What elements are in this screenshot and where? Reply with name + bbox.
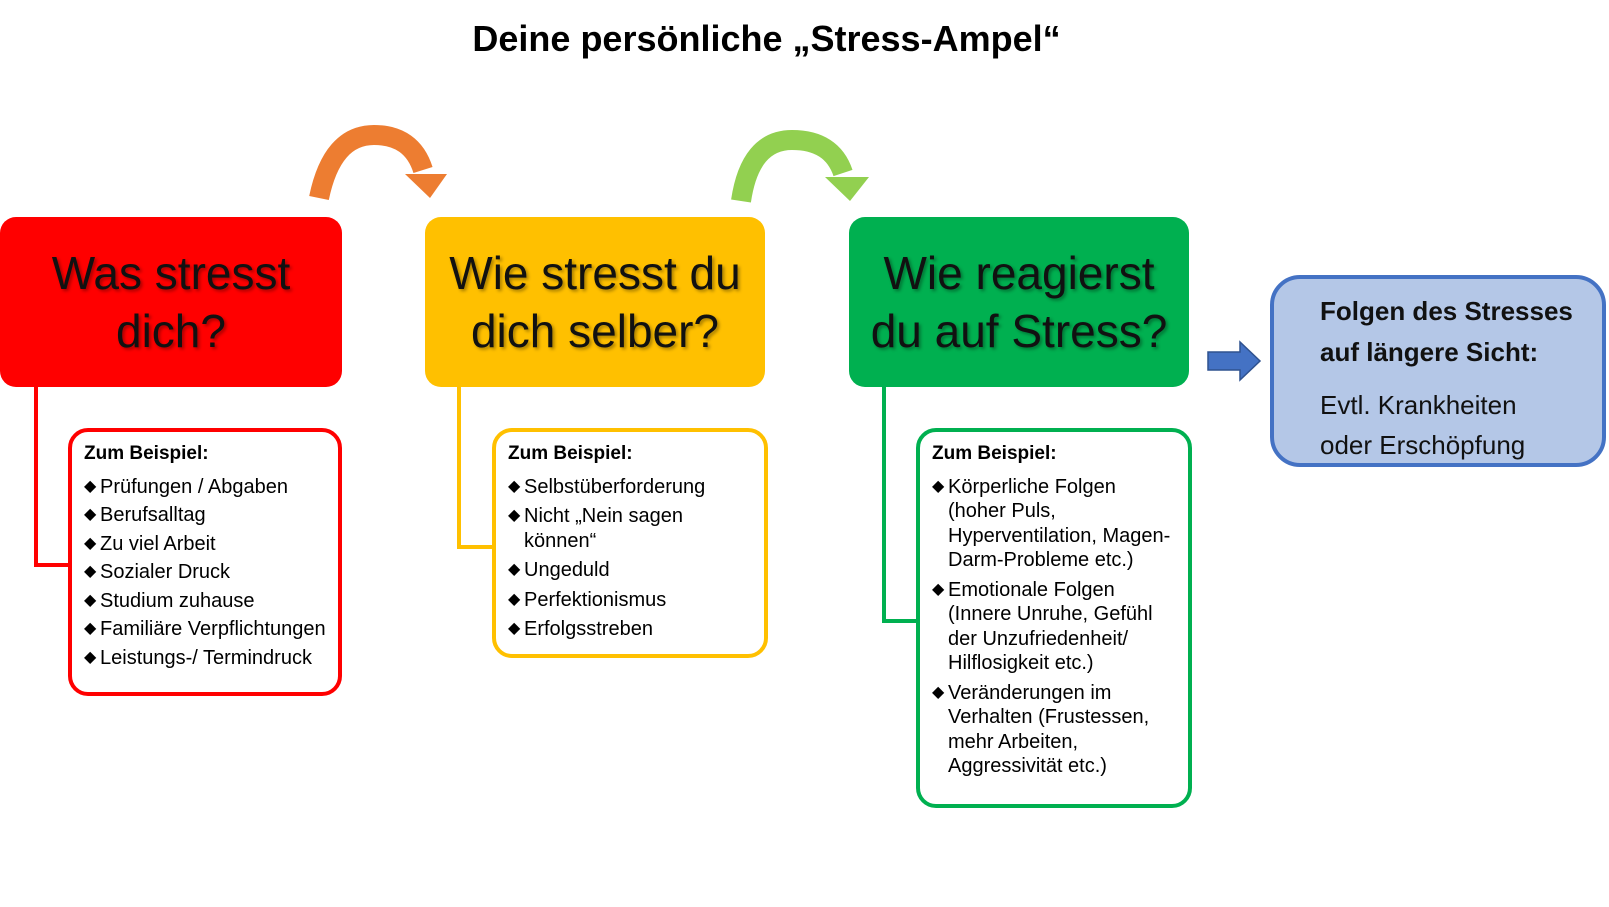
list-item: ◆Ungeduld <box>508 559 610 581</box>
step-heading: Was stresst dich? <box>51 247 291 357</box>
examples-box-green: Zum Beispiel: ◆Körperliche Folgen (hoher… <box>916 428 1192 808</box>
list-item: ◆Prüfungen / Abgaben <box>84 475 288 498</box>
step-box-how-react: Wie reagierst du auf Stress? <box>849 217 1189 387</box>
step-heading: Wie reagierst du auf Stress? <box>870 247 1168 357</box>
curved-arrow-green-icon <box>731 129 869 203</box>
diamond-bullet-icon: ◆ <box>508 590 521 608</box>
list-item: ◆Sozialer Druck <box>84 561 231 583</box>
examples-list: ◆Selbstüberforderung ◆Nicht „Nein sagen … <box>508 475 752 642</box>
examples-label: Zum Beispiel: <box>84 443 209 464</box>
examples-box-yellow: Zum Beispiel: ◆Selbstüberforderung ◆Nich… <box>492 428 768 658</box>
examples-label: Zum Beispiel: <box>932 443 1057 464</box>
final-heading: Folgen des Stresses auf längere Sicht: <box>1320 296 1573 367</box>
list-item: ◆Leistungs-/ Termindruck <box>84 646 312 669</box>
list-item: ◆Erfolgsstreben <box>508 618 653 640</box>
connector-line-red <box>34 387 74 567</box>
diamond-bullet-icon: ◆ <box>84 563 97 580</box>
diamond-bullet-icon: ◆ <box>84 591 97 609</box>
diamond-bullet-icon: ◆ <box>84 648 97 666</box>
diamond-bullet-icon: ◆ <box>932 477 945 495</box>
examples-list: ◆Prüfungen / Abgaben ◆Berufsalltag ◆Zu v… <box>84 475 326 671</box>
list-item: ◆Perfektionismus <box>508 588 667 611</box>
list-item: ◆Zu viel Arbeit <box>84 532 216 555</box>
examples-box-red: Zum Beispiel: ◆Prüfungen / Abgaben ◆Beru… <box>68 428 342 696</box>
diamond-bullet-icon: ◆ <box>84 534 97 552</box>
list-item: ◆Nicht „Nein sagen können“ <box>508 505 683 552</box>
list-item: ◆Veränderungen im Verhalten (Frustessen,… <box>932 681 1150 778</box>
connector-line-green <box>882 387 923 623</box>
curved-arrow-orange-icon <box>309 124 447 201</box>
step-heading: Wie stresst du dich selber? <box>449 247 741 357</box>
diamond-bullet-icon: ◆ <box>508 477 521 495</box>
list-item: ◆Emotionale Folgen (Innere Unruhe, Gefüh… <box>932 578 1153 675</box>
diamond-bullet-icon: ◆ <box>84 506 97 523</box>
list-item: ◆Körperliche Folgen (hoher Puls, Hyperve… <box>932 475 1171 572</box>
list-item: ◆Berufsalltag <box>84 504 206 526</box>
diamond-bullet-icon: ◆ <box>932 580 945 598</box>
diamond-bullet-icon: ◆ <box>84 477 97 495</box>
list-item: ◆Studium zuhause <box>84 589 255 612</box>
page-title: Deine persönliche „Stress-Ampel“ <box>472 18 1061 59</box>
examples-label: Zum Beispiel: <box>508 443 633 464</box>
list-item: ◆Familiäre Verpflichtungen <box>84 618 326 640</box>
diamond-bullet-icon: ◆ <box>932 683 945 701</box>
diamond-bullet-icon: ◆ <box>508 507 521 524</box>
step-box-what-stresses: Was stresst dich? <box>0 217 342 387</box>
examples-list: ◆Körperliche Folgen (hoher Puls, Hyperve… <box>932 475 1176 779</box>
list-item: ◆Selbstüberforderung <box>508 475 706 498</box>
diamond-bullet-icon: ◆ <box>84 620 97 637</box>
connector-line-yellow <box>457 387 499 549</box>
right-arrow-icon <box>1207 340 1262 382</box>
diamond-bullet-icon: ◆ <box>508 561 521 578</box>
diamond-bullet-icon: ◆ <box>508 620 521 637</box>
step-box-how-stress-yourself: Wie stresst du dich selber? <box>425 217 765 387</box>
long-term-consequences-box: Folgen des Stresses auf längere Sicht: E… <box>1270 275 1606 467</box>
final-text: Evtl. Krankheiten oder Erschöpfung <box>1320 390 1526 460</box>
